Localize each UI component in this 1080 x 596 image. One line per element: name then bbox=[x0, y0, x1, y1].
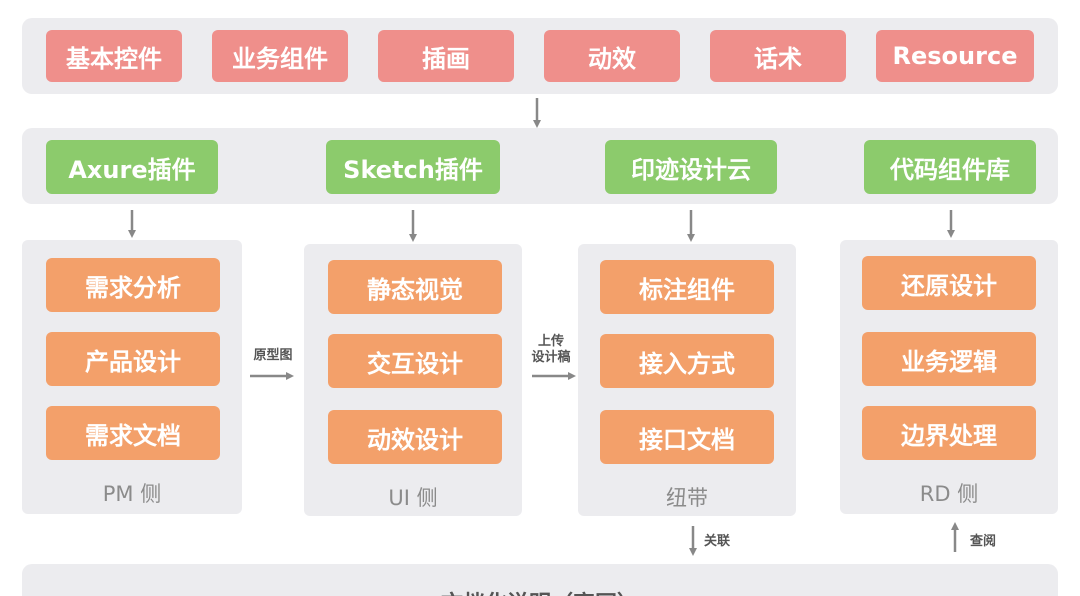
pm-item-product-design[interactable]: 产品设计 bbox=[46, 332, 220, 386]
documentation-band bbox=[22, 564, 1058, 596]
connector-prototype-label: 原型图 bbox=[253, 348, 293, 363]
tool-code-component-library[interactable]: 代码组件库 bbox=[864, 140, 1036, 194]
tool-sketch-plugin[interactable]: Sketch插件 bbox=[326, 140, 500, 194]
rd-item-edge-handling[interactable]: 边界处理 bbox=[862, 406, 1036, 460]
resource-motion[interactable]: 动效 bbox=[544, 30, 680, 82]
connector-upload-label-line2: 设计稿 bbox=[531, 350, 571, 365]
panel-hub-label: 纽带 bbox=[666, 486, 708, 510]
ui-item-interaction-design[interactable]: 交互设计 bbox=[328, 334, 502, 388]
connector-upload-label-line1: 上传 bbox=[537, 334, 564, 349]
pm-item-requirement-doc[interactable]: 需求文档 bbox=[46, 406, 220, 460]
panel-ui-label: UI 侧 bbox=[388, 486, 438, 510]
resource-resource[interactable]: Resource bbox=[876, 30, 1034, 82]
tool-yinji-design-cloud[interactable]: 印迹设计云 bbox=[605, 140, 777, 194]
pm-item-requirement-analysis[interactable]: 需求分析 bbox=[46, 258, 220, 312]
tool-axure-plugin[interactable]: Axure插件 bbox=[46, 140, 218, 194]
rd-item-design-restore[interactable]: 还原设计 bbox=[862, 256, 1036, 310]
resource-copywriting[interactable]: 话术 bbox=[710, 30, 846, 82]
panel-pm-label: PM 侧 bbox=[102, 482, 162, 506]
documentation-title: 文档化说明（官网） bbox=[0, 586, 1080, 596]
hub-item-access-method[interactable]: 接入方式 bbox=[600, 334, 774, 388]
ui-item-motion-design[interactable]: 动效设计 bbox=[328, 410, 502, 464]
ui-item-static-visual[interactable]: 静态视觉 bbox=[328, 260, 502, 314]
hub-item-annotation-component[interactable]: 标注组件 bbox=[600, 260, 774, 314]
resource-business-components[interactable]: 业务组件 bbox=[212, 30, 348, 82]
connector-review-label: 查阅 bbox=[970, 534, 997, 549]
panel-rd-label: RD 侧 bbox=[919, 482, 979, 506]
resource-basic-controls[interactable]: 基本控件 bbox=[46, 30, 182, 82]
hub-item-interface-doc[interactable]: 接口文档 bbox=[600, 410, 774, 464]
resource-illustration[interactable]: 插画 bbox=[378, 30, 514, 82]
rd-item-business-logic[interactable]: 业务逻辑 bbox=[862, 332, 1036, 386]
connector-associate-label: 关联 bbox=[704, 534, 731, 549]
